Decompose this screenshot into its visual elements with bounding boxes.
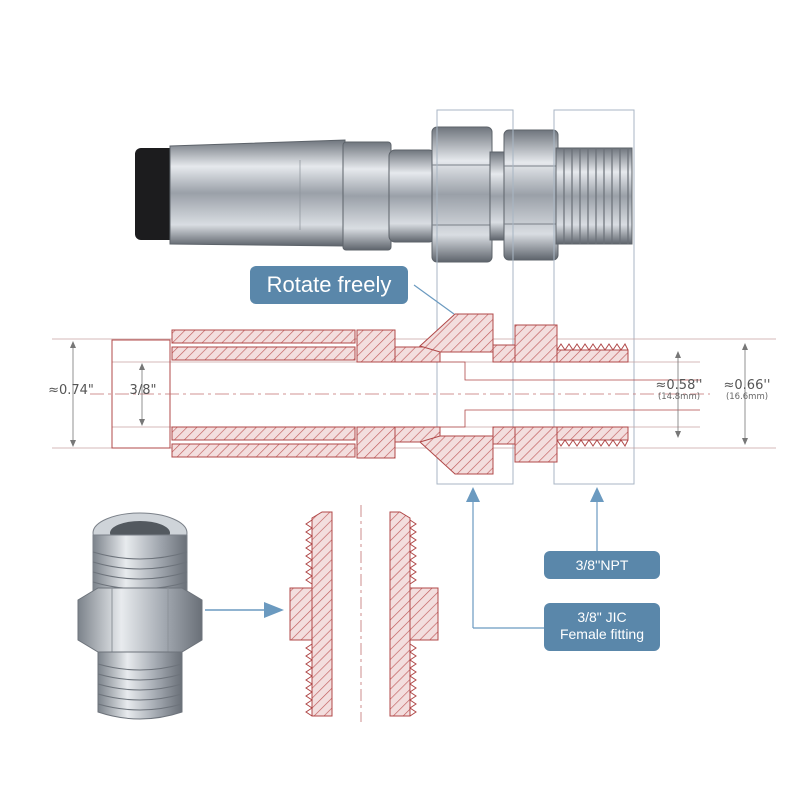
jic-label-line1: 3/8" JIC xyxy=(577,609,627,625)
npt-thread xyxy=(555,147,633,245)
bore-value: 3/8" xyxy=(129,383,157,398)
outer-diameter-value: ≈0.74" xyxy=(48,383,94,398)
npt-highlight-box xyxy=(553,109,635,485)
outer-diameter-text: ≈0.74" xyxy=(40,384,102,398)
npt-thread-grooves xyxy=(563,148,629,244)
adapter-photo xyxy=(77,512,203,720)
thread-major-text: ≈0.66'' (16.6mm) xyxy=(716,379,778,402)
ferrule-hex xyxy=(342,141,392,251)
npt-label: 3/8''NPT xyxy=(544,551,660,579)
ferrule-section-top xyxy=(171,329,356,344)
adapter-hex-section-top xyxy=(514,324,558,363)
adapter-section-drawing xyxy=(289,505,439,722)
hose-photo xyxy=(135,126,633,263)
jic-label: 3/8" JIC Female fitting xyxy=(544,603,660,651)
adapter-hex-section-bottom xyxy=(514,426,558,463)
rotate-pointer-line xyxy=(413,284,455,315)
rotate-freely-label: Rotate freely xyxy=(250,266,408,304)
thread-minor-value: ≈0.58'' xyxy=(655,378,703,393)
cross-section-drawing xyxy=(52,313,776,475)
jic-highlight-box xyxy=(436,109,514,485)
adapter-arrow-head xyxy=(264,602,284,618)
swivel-body xyxy=(388,149,436,243)
thread-minor-mm: (14.8mm) xyxy=(657,391,701,402)
adapter-hex-nut xyxy=(77,587,203,653)
bore-text: 3/8" xyxy=(128,384,158,398)
hose-ferrule xyxy=(169,139,346,247)
jic-nut-section-top xyxy=(419,313,494,353)
jic-nut-section-bottom xyxy=(419,435,494,475)
thread-major-mm: (16.6mm) xyxy=(725,391,769,402)
adapter-hex xyxy=(503,129,559,261)
npt-arrow-head xyxy=(590,487,604,502)
jic-label-line2: Female fitting xyxy=(559,626,645,642)
jic-swivel-nut xyxy=(431,126,493,263)
thread-minor-text: ≈0.58'' (14.8mm) xyxy=(648,379,710,402)
jic-arrow-head xyxy=(466,487,480,502)
ferrule-section-bottom xyxy=(171,443,356,458)
thread-major-value: ≈0.66'' xyxy=(723,378,771,393)
